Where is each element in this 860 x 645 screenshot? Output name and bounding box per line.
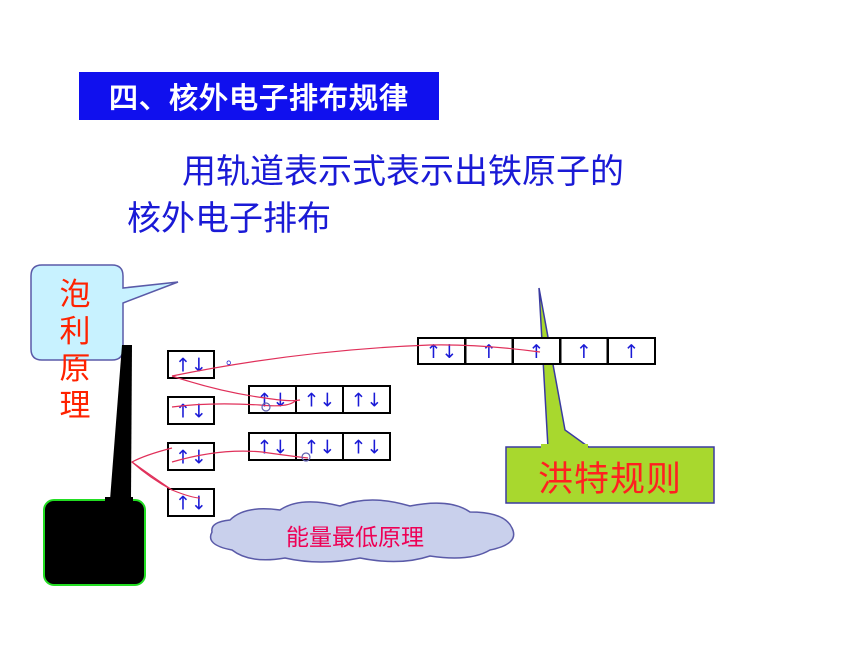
pauli-label: 泡 利 原 理 (58, 277, 92, 425)
d-orbital-box (559, 337, 609, 365)
pauli-char: 原 (59, 351, 91, 387)
p3-orbital-electrons: ↑↓ (351, 437, 383, 459)
s-orbital-electrons: ↑↓ (175, 493, 207, 515)
p2-orbital-electrons: ↑↓ (351, 390, 383, 412)
p-orbital-row-2: ↑↓↑↓↑↓ (248, 385, 391, 414)
p2-orbital-box (248, 385, 297, 414)
pauli-char: 泡 (59, 277, 91, 313)
d-orbital-box (417, 337, 466, 365)
s-orbital-box (167, 488, 215, 517)
p2-orbital-electrons: ↑↓ (304, 390, 336, 412)
hund-callout (505, 287, 715, 504)
connector-dots (261, 402, 311, 462)
s-orbital-box (167, 350, 215, 379)
p3-orbital-box (342, 432, 391, 461)
s-orbital-column: ↑↓↑↓↑↓↑↓ (167, 350, 215, 517)
heading-title: 四、核外电子排布规律 (108, 81, 409, 115)
d-orbital-row: ↑↓↑↑↑↑ (417, 337, 656, 365)
black-callout (43, 345, 146, 586)
d-orbital-electrons: ↑↓ (426, 341, 458, 363)
p2-orbital-box (342, 385, 391, 414)
pauli-char: 利 (59, 314, 91, 350)
instruction-line-2: 核外电子排布 (127, 199, 331, 239)
s-orbital-electrons: ↑↓ (175, 355, 207, 377)
heading-banner: 四、核外电子排布规律 (79, 72, 439, 120)
p-orbital-row-3: ↑↓ ↑↓ ↑↓ (248, 432, 391, 461)
pauli-char: 理 (59, 388, 91, 424)
p3-orbital-electrons: ↑↓ (257, 437, 289, 459)
energy-label: 能量最低原理 (286, 525, 424, 551)
instruction-line-1: 用轨道表示式表示出铁原子的 (182, 152, 624, 192)
d-orbital-box (464, 337, 514, 365)
p3-orbital-electrons: ↑↓ (304, 437, 336, 459)
s-orbital-box (167, 396, 215, 425)
d-orbital-electrons: ↑ (576, 341, 592, 363)
hund-label: 洪特规则 (537, 459, 682, 500)
energy-cloud (209, 499, 515, 563)
connector-lines (130, 344, 541, 499)
pauli-callout (30, 264, 179, 361)
d-orbital-electrons: ↑ (624, 341, 640, 363)
d-orbital-box (607, 337, 656, 365)
d-orbital-electrons: ↑ (481, 341, 497, 363)
small-dot: 。 (226, 352, 240, 368)
